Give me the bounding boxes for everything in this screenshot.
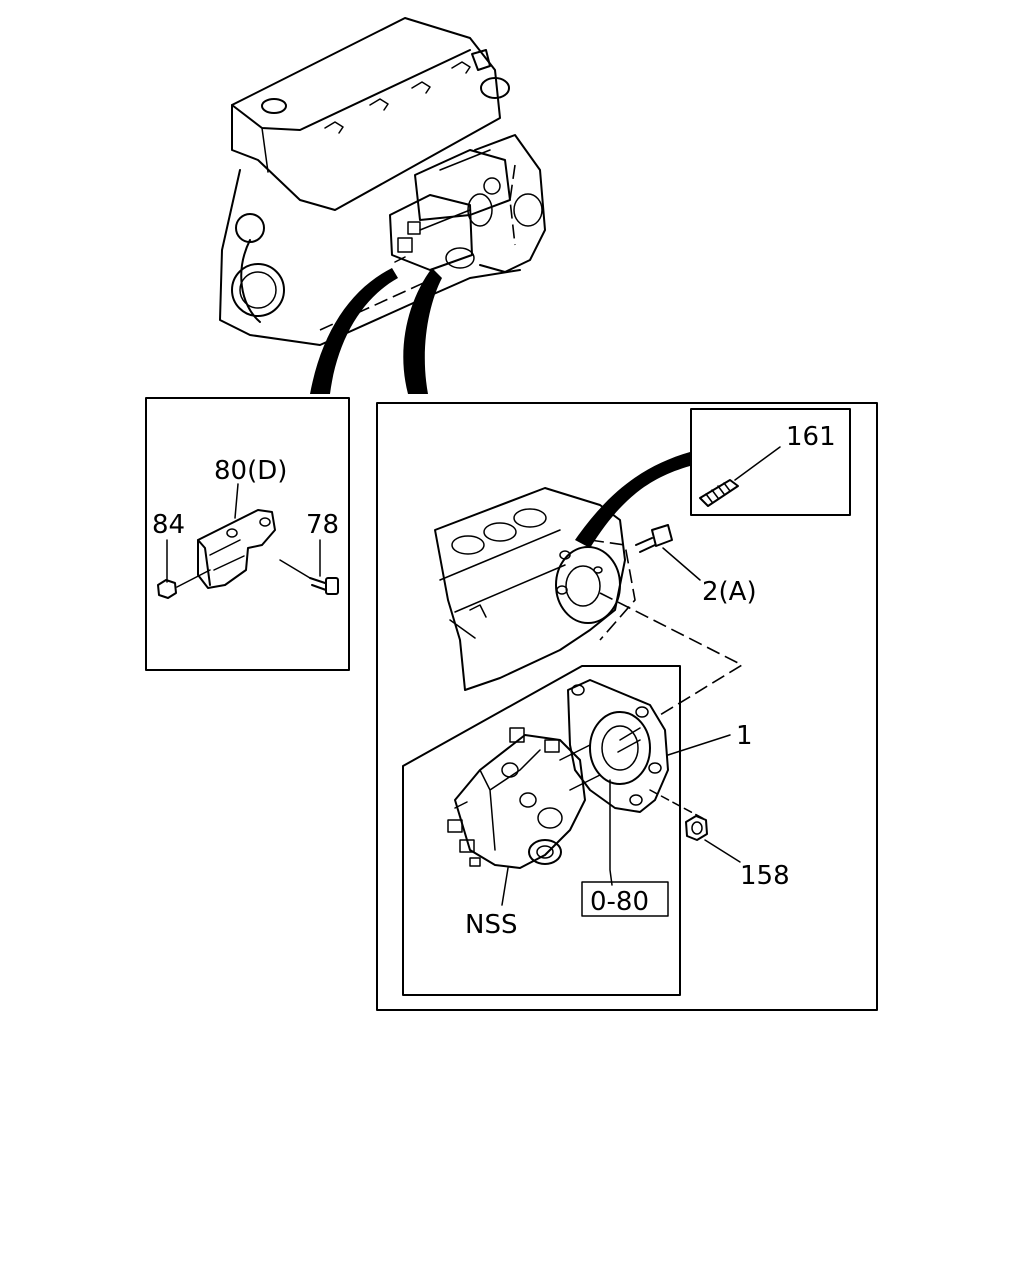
label-2a: 2(A) — [702, 577, 757, 607]
label-0-80: 0-80 — [590, 887, 649, 917]
stud-detail-box — [690, 408, 851, 516]
alignment-line — [599, 592, 744, 716]
bolt-2a-illustration — [635, 524, 701, 581]
ref-box-0-80 — [581, 881, 669, 917]
label-78: 78 — [306, 510, 339, 540]
label-161: 161 — [786, 422, 836, 452]
stud-illustration — [699, 446, 781, 507]
engine-block-partial — [434, 487, 636, 691]
engine-overview-illustration — [219, 17, 546, 394]
bracket-illustration — [157, 483, 339, 599]
pump-inner-box — [402, 665, 681, 996]
pump-assembly-box — [376, 402, 878, 1011]
label-nss: NSS — [465, 910, 517, 940]
label-158: 158 — [740, 861, 790, 891]
label-84: 84 — [152, 510, 185, 540]
label-1: 1 — [736, 721, 753, 751]
label-80d: 80(D) — [214, 456, 287, 486]
bracket-detail-box — [145, 397, 350, 671]
injection-pump-illustration — [447, 679, 741, 906]
